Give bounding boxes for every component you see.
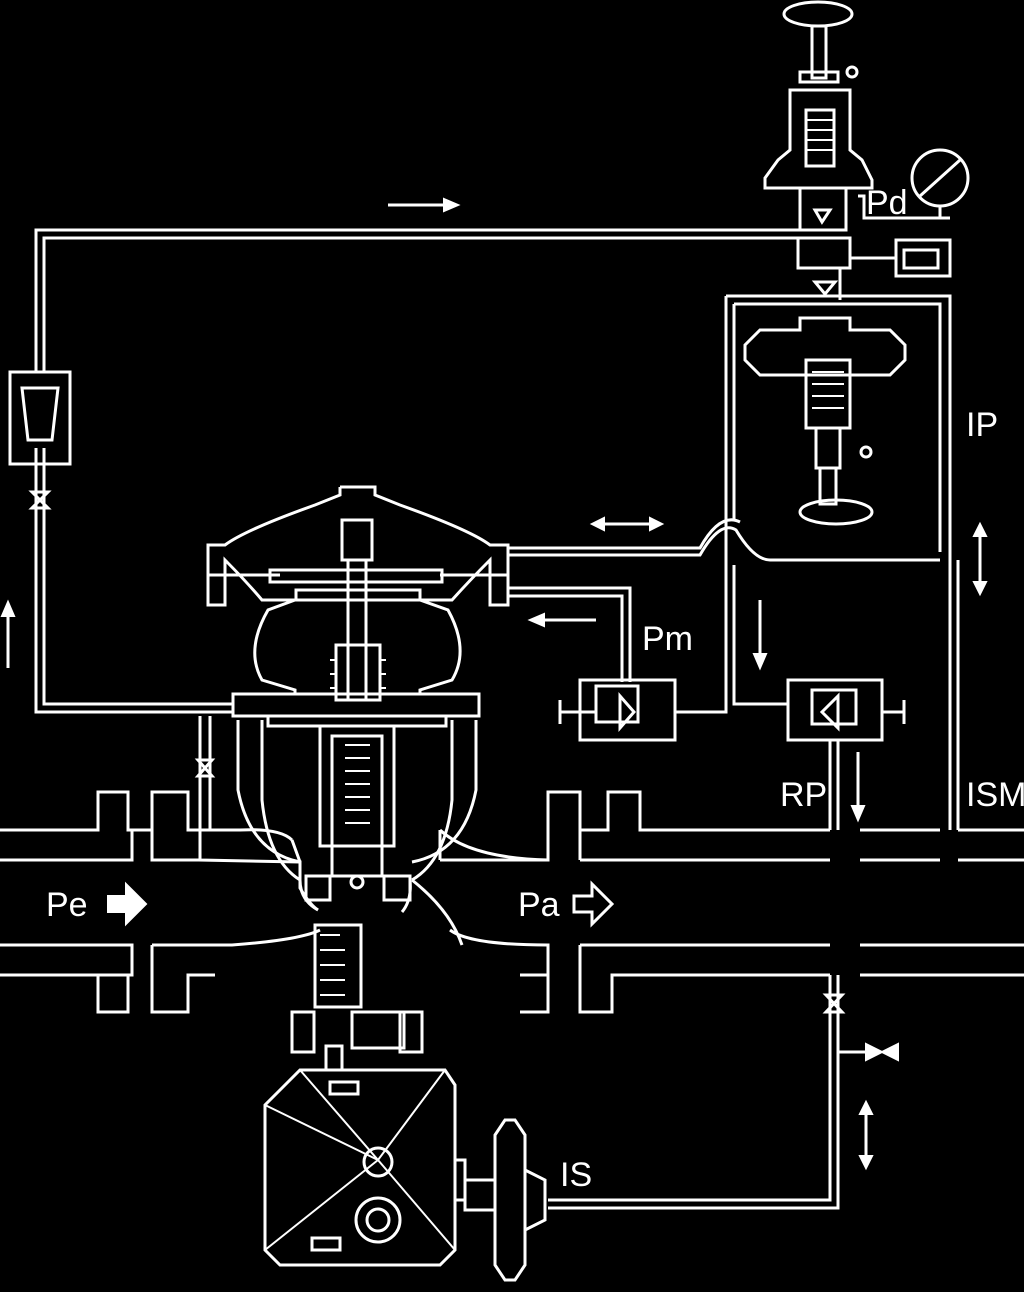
main-pipeline [0,790,1024,1014]
left-sensing-line [8,228,800,830]
label-rp: RP [780,776,827,814]
handwheel-icon [798,498,874,526]
needle-valve-icon [822,993,846,1014]
main-valve-body [198,692,481,946]
label-pm: Pm [642,620,693,658]
block-arrow-icon [107,881,148,927]
right-control-lines [508,294,960,1210]
needle-valve-icon [28,490,52,510]
label-is: IS [560,1156,592,1194]
label-ip: IP [966,406,998,444]
flow-arrows [0,197,988,1171]
label-pa: Pa [518,886,560,924]
label-pe: Pe [46,886,88,924]
handwheel-icon [782,0,854,28]
pilot-regulator [743,0,970,526]
filter-icon [20,386,60,442]
safety-shutoff-valve [263,923,547,1282]
label-pd: Pd [866,184,908,222]
diaphragm-actuator [206,485,510,702]
needle-valve-icon [194,758,216,778]
block-arrow-icon [572,880,615,928]
label-ism: ISM [966,776,1024,814]
